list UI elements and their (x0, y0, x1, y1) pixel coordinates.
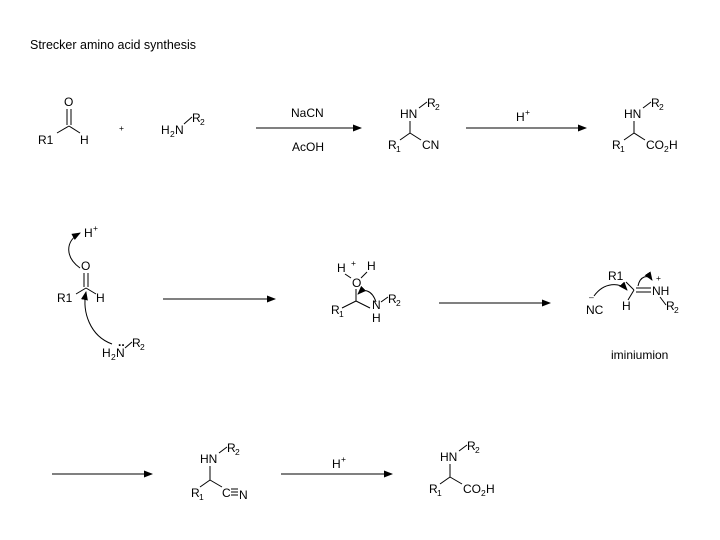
svg-text:N: N (372, 298, 381, 312)
cyanide-ion: NC – (586, 292, 604, 317)
svg-text:H: H (372, 311, 381, 325)
svg-text:2: 2 (435, 102, 440, 112)
svg-text:2: 2 (140, 342, 145, 352)
svg-text:H: H (337, 261, 346, 275)
curved-arrow-elimination (357, 285, 377, 303)
svg-text:H: H (102, 346, 111, 360)
svg-text:R: R (666, 299, 675, 313)
aminonitrile-2: HN R 2 R 1 C N (191, 441, 248, 502)
curved-arrow-iminium (637, 271, 653, 287)
svg-text:2: 2 (664, 144, 669, 154)
svg-text:+: + (525, 107, 530, 117)
svg-text:R: R (429, 482, 438, 496)
svg-text:1: 1 (437, 488, 442, 498)
svg-text:R: R (331, 303, 340, 317)
svg-text:R1: R1 (57, 291, 73, 305)
svg-text:R: R (612, 138, 621, 152)
hemiaminal-intermediate: H + H O R 1 N H R 2 (331, 258, 401, 325)
aldehyde-mech: O R1 H (57, 259, 105, 305)
svg-text:2: 2 (396, 298, 401, 308)
svg-text:HN: HN (200, 452, 217, 466)
svg-text:H: H (80, 133, 89, 147)
svg-text:2: 2 (111, 352, 116, 362)
svg-text:+: + (656, 273, 661, 283)
svg-text:CN: CN (422, 138, 439, 152)
svg-text:CO: CO (463, 482, 481, 496)
cyanide-label: NC (586, 303, 604, 317)
svg-text:R: R (132, 336, 141, 350)
proton-h: H (84, 226, 93, 240)
reagent-h-plus-1: H (516, 110, 525, 124)
svg-text:2: 2 (235, 447, 240, 457)
curved-arrow-attack (81, 291, 113, 345)
svg-text:NH: NH (652, 284, 669, 298)
svg-text:N: N (175, 123, 184, 137)
scheme-title: Strecker amino acid synthesis (30, 38, 196, 52)
svg-text:1: 1 (396, 144, 401, 154)
svg-text:R: R (388, 292, 397, 306)
svg-text:2: 2 (659, 102, 664, 112)
aldehyde: O R1 H (38, 95, 89, 147)
svg-text:R1: R1 (38, 133, 54, 147)
amine: H 2 N R 2 (161, 111, 205, 139)
reagent-h-plus-2: H (332, 457, 341, 471)
svg-text:H: H (622, 299, 631, 313)
svg-text:R: R (467, 439, 476, 453)
curved-arrow-cyanide (593, 281, 628, 297)
svg-text:R1: R1 (608, 269, 624, 283)
svg-text:H: H (96, 291, 105, 305)
amino-acid-2: HN R 2 R 1 CO 2 H (429, 439, 495, 498)
svg-text:–: – (589, 292, 594, 302)
svg-text:H: H (669, 138, 678, 152)
svg-text:+: + (341, 454, 346, 464)
amino-acid-1: HN R 2 R 1 CO 2 H (612, 96, 678, 154)
svg-text:2: 2 (674, 305, 679, 315)
svg-text:H: H (161, 123, 170, 137)
svg-text:1: 1 (620, 144, 625, 154)
svg-text:R: R (651, 96, 660, 110)
plus-sign: + (119, 123, 124, 133)
svg-text:R: R (227, 441, 236, 455)
svg-text:+: + (351, 258, 356, 268)
svg-text:O: O (352, 276, 361, 290)
svg-text:HN: HN (440, 450, 457, 464)
svg-text:N: N (116, 346, 125, 360)
svg-text:H: H (486, 482, 495, 496)
svg-text:R: R (192, 111, 201, 125)
svg-text:2: 2 (475, 445, 480, 455)
svg-text:1: 1 (339, 309, 344, 319)
svg-text:R: R (427, 96, 436, 110)
svg-text:..: .. (118, 335, 125, 349)
svg-text:O: O (64, 95, 73, 109)
svg-text:R: R (388, 138, 397, 152)
curved-arrow-protonation (68, 232, 81, 269)
svg-text:H: H (367, 259, 376, 273)
svg-text:2: 2 (170, 129, 175, 139)
reagent-nacn: NaCN (291, 106, 324, 120)
svg-text:N: N (239, 488, 248, 502)
aminonitrile-1: HN R 2 R 1 CN (388, 96, 440, 154)
svg-text:1: 1 (199, 492, 204, 502)
amine-mech: .. H 2 N R 2 (102, 335, 145, 362)
reagent-acoh: AcOH (292, 140, 324, 154)
svg-text:R: R (191, 486, 200, 500)
svg-text:O: O (81, 259, 90, 273)
svg-text:2: 2 (200, 117, 205, 127)
svg-text:CO: CO (646, 138, 664, 152)
svg-text:C: C (222, 486, 231, 500)
iminium-caption: iminiumion (611, 348, 668, 362)
svg-text:2: 2 (481, 488, 486, 498)
svg-text:HN: HN (624, 107, 641, 121)
svg-text:HN: HN (400, 107, 417, 121)
svg-text:+: + (93, 223, 98, 233)
iminium-ion: R1 H NH + R 2 (608, 269, 679, 315)
